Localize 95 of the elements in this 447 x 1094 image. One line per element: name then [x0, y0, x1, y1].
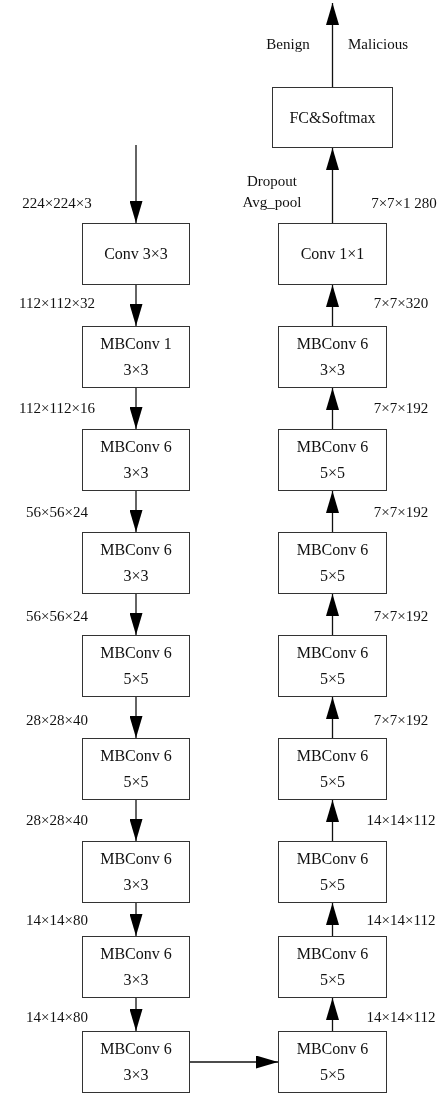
layer-name: FC&Softmax [289, 108, 376, 127]
tensor-shape-label: 112×112×16 [19, 398, 95, 418]
tensor-shape-label: 7×7×192 [373, 710, 429, 730]
tensor-shape-label: 28×28×40 [26, 710, 88, 730]
layer-name: MBConv 6 [296, 747, 369, 765]
layer-name: MBConv 6 [296, 541, 369, 559]
layer-box [82, 532, 190, 594]
layer-name: MBConv 6 [296, 335, 369, 353]
tensor-shape-label: 7×7×192 [373, 398, 429, 418]
layer-name: MBConv 6 [296, 644, 369, 662]
layer-name: MBConv 6 [100, 1040, 172, 1058]
kernel-size-label: 5×5 [320, 971, 345, 989]
layer-name: MBConv 6 [296, 438, 369, 456]
layer-box [278, 1031, 387, 1093]
arrow [129, 387, 143, 430]
arrow [129, 902, 143, 937]
arrow [326, 147, 339, 224]
layer-name: MBConv 6 [100, 644, 172, 662]
kernel-size-label: 3×3 [123, 876, 149, 894]
layer-box [82, 223, 190, 285]
layer-box [82, 936, 190, 998]
tensor-shape-label: 28×28×40 [26, 810, 88, 830]
arrow [189, 1055, 279, 1069]
tensor-shape-label: 56×56×24 [26, 606, 88, 626]
tensor-shape-label: 7×7×192 [373, 606, 429, 626]
arrow [326, 593, 339, 636]
layer-box [278, 738, 387, 800]
arrow [129, 593, 143, 636]
arrow [129, 799, 143, 842]
arrow [129, 144, 143, 224]
layer-name: MBConv 6 [296, 945, 369, 963]
output-class-label: Malicious [348, 34, 408, 54]
tensor-shape-label: 224×224×3 [22, 193, 92, 213]
output-class-label: Benign [266, 34, 310, 54]
tensor-shape-label: 7×7×320 [373, 293, 429, 313]
kernel-size-label: 3×3 [123, 361, 149, 379]
tensor-shape-label: 14×14×80 [26, 910, 88, 930]
layer-name: Conv 1×1 [300, 245, 365, 263]
layer-box [278, 532, 387, 594]
layer-box [82, 635, 190, 697]
layer-name: MBConv 6 [296, 850, 369, 868]
layer-name: MBConv 6 [100, 541, 172, 559]
layer-name: MBConv 6 [100, 850, 172, 868]
arrow [326, 2, 339, 88]
kernel-size-label: 5×5 [320, 773, 345, 791]
layer-name: MBConv 6 [100, 747, 172, 765]
layer-name: MBConv 6 [296, 1040, 369, 1058]
tensor-shape-label: 14×14×80 [26, 1007, 88, 1027]
layer-name: MBConv 1 [100, 335, 172, 353]
layer-box [278, 326, 387, 388]
arrow [326, 490, 339, 533]
layer-box [278, 223, 387, 285]
tensor-shape-label: 14×14×112 [366, 810, 436, 830]
layer-name: MBConv 6 [100, 438, 172, 456]
tensor-shape-label: 7×7×192 [373, 502, 429, 522]
layer-box [278, 635, 387, 697]
tensor-shape-label: 112×112×32 [19, 293, 95, 313]
kernel-size-label: 5×5 [320, 670, 345, 688]
tensor-shape-label: 7×7×1 280 [371, 193, 437, 213]
layer-box [82, 1031, 190, 1093]
arrow [129, 696, 143, 739]
arrow [326, 997, 339, 1032]
layer-box [278, 936, 387, 998]
kernel-size-label: 5×5 [123, 670, 149, 688]
arrow [326, 696, 339, 739]
kernel-size-label: 5×5 [320, 1066, 345, 1084]
tensor-shape-label: 14×14×112 [366, 1007, 436, 1027]
layer-box [278, 429, 387, 491]
arrow [326, 799, 339, 842]
arrow [326, 387, 339, 430]
layer-box [82, 738, 190, 800]
layer-name: Conv 3×3 [104, 245, 168, 263]
layer-box [278, 841, 387, 903]
arrow [129, 490, 143, 533]
kernel-size-label: 3×3 [123, 464, 149, 482]
layer-box [272, 87, 393, 148]
layer-name: MBConv 6 [100, 945, 172, 963]
layer-box [82, 841, 190, 903]
layer-box [82, 429, 190, 491]
kernel-size-label: 3×3 [123, 567, 149, 585]
kernel-size-label: 3×3 [123, 1066, 149, 1084]
tensor-shape-label: 14×14×112 [366, 910, 436, 930]
arrow [129, 997, 143, 1032]
kernel-size-label: 3×3 [320, 361, 345, 379]
arrow [326, 284, 339, 327]
kernel-size-label: 3×3 [123, 971, 149, 989]
tensor-shape-label: 56×56×24 [26, 502, 88, 522]
kernel-size-label: 5×5 [123, 773, 149, 791]
layer-box [82, 326, 190, 388]
kernel-size-label: 5×5 [320, 464, 345, 482]
kernel-size-label: 5×5 [320, 876, 345, 894]
arrow [326, 902, 339, 937]
operation-label: Dropout Avg_pool [241, 172, 303, 212]
arrow [129, 284, 143, 327]
kernel-size-label: 5×5 [320, 567, 345, 585]
